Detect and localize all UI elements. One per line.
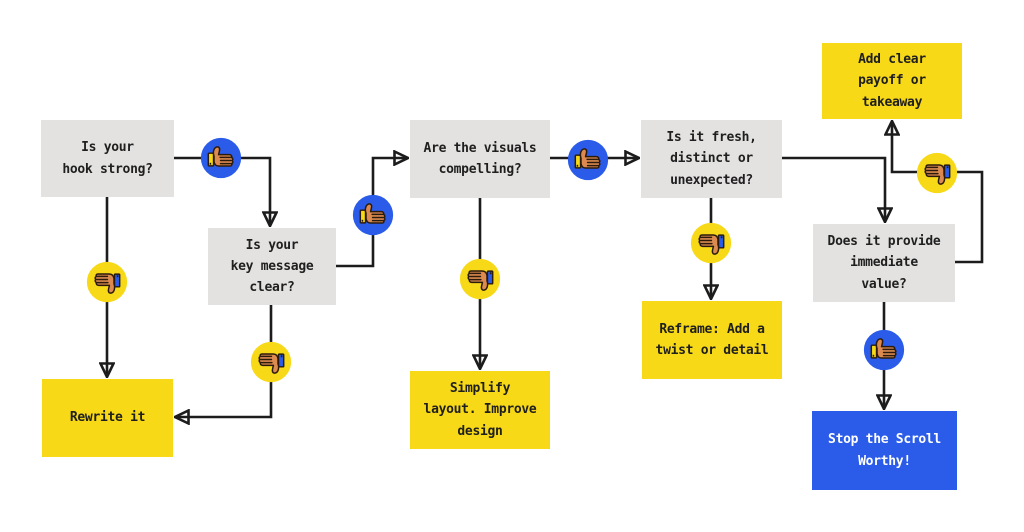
thumbs-down-icon xyxy=(459,258,501,300)
thumbs-down-icon xyxy=(250,341,292,383)
node-fresh-distinct: Is it fresh, distinct or unexpected? xyxy=(641,120,782,198)
node-reframe-twist: Reframe: Add a twist or detail xyxy=(642,301,782,379)
node-visuals-compelling: Are the visuals compelling? xyxy=(410,120,550,198)
node-immediate-value: Does it provide immediate value? xyxy=(813,224,955,302)
node-simplify-layout: Simplify layout. Improve design xyxy=(410,371,550,449)
node-stop-scroll-worthy: Stop the Scroll Worthy! xyxy=(812,411,957,490)
thumbs-down-icon xyxy=(86,261,128,303)
thumbs-down-icon xyxy=(690,222,732,264)
thumbs-up-icon xyxy=(352,194,394,236)
connector-value-to-payoff xyxy=(892,122,984,264)
thumbs-up-icon xyxy=(567,139,609,181)
thumbs-down-icon xyxy=(916,152,958,194)
node-key-message-clear: Is your key message clear? xyxy=(208,228,336,305)
node-hook-strong: Is your hook strong? xyxy=(41,120,174,197)
node-rewrite-it: Rewrite it xyxy=(42,379,173,457)
node-add-payoff: Add clear payoff or takeaway xyxy=(822,43,962,119)
connector-fresh-to-value xyxy=(782,156,885,221)
thumbs-up-icon xyxy=(863,329,905,371)
thumbs-up-icon xyxy=(200,137,242,179)
